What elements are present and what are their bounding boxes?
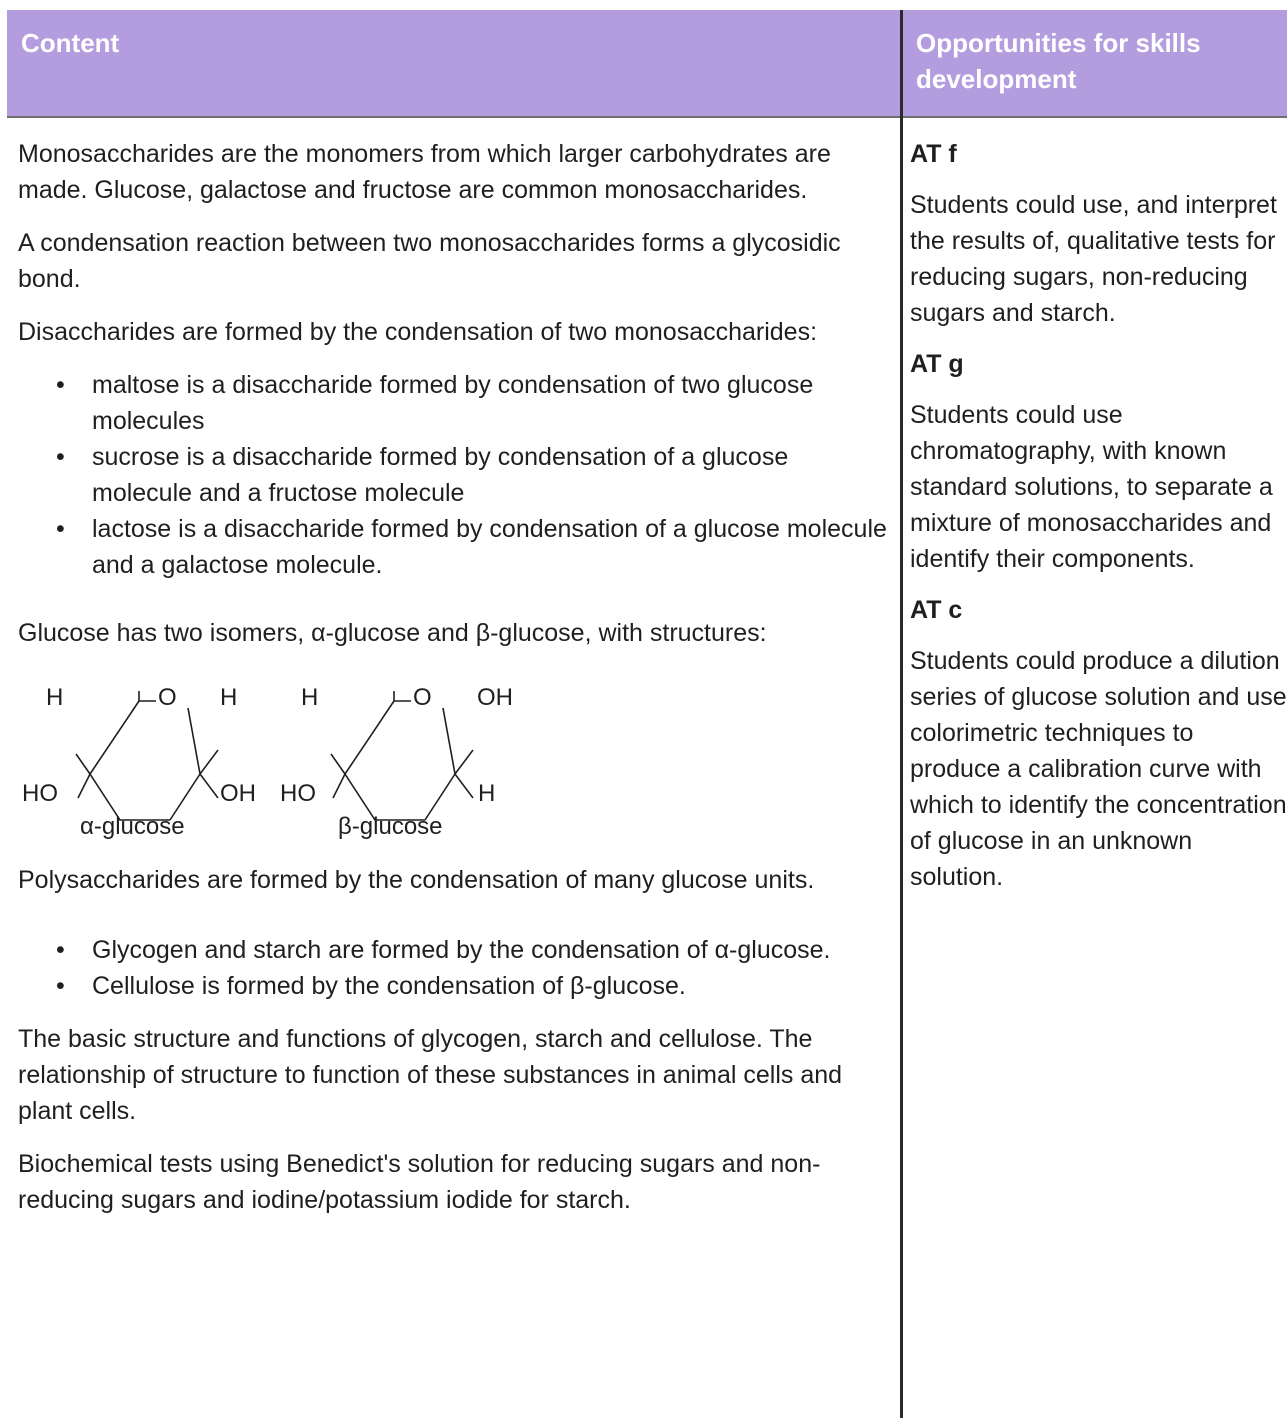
skill-text-at-g: Students could use chromatography, with … (910, 401, 1273, 573)
skills-column: AT f Students could use, and interpret t… (910, 136, 1287, 910)
paragraph-condensation: A condensation reaction between two mono… (18, 229, 841, 293)
skill-text-at-c: Students could produce a dilution series… (910, 647, 1287, 891)
beta-h-top-left: H (301, 684, 319, 711)
content-column: Monosaccharides are the monomers from wh… (18, 136, 894, 1235)
list-item: maltose is a disaccharide formed by cond… (18, 367, 894, 439)
glucose-structures: H O H HO OH α-glucose H O OH HO H β-gluc… (18, 668, 538, 846)
table-header: Content Opportunities for skills develop… (7, 10, 1287, 118)
paragraph-biochemical-tests: Biochemical tests using Benedict's solut… (18, 1150, 821, 1214)
paragraph-monosaccharides: Monosaccharides are the monomers from wh… (18, 140, 831, 204)
alpha-glucose-label: α-glucose (80, 813, 185, 840)
disaccharide-list: maltose is a disaccharide formed by cond… (18, 367, 894, 583)
beta-ring-right (424, 707, 456, 821)
alpha-ho-bottom-left: HO (22, 780, 58, 807)
alpha-bond-br (199, 773, 219, 799)
beta-bond-tl (330, 753, 346, 775)
header-content: Content (21, 28, 120, 58)
beta-ring-left (344, 700, 425, 821)
alpha-h-top-right: H (220, 684, 238, 711)
skill-heading-at-g: AT g (910, 350, 964, 378)
glucose-structure-diagram (75, 691, 474, 821)
header-skills: Opportunities for skills development (916, 28, 1201, 94)
beta-glucose-label: β-glucose (338, 813, 443, 840)
list-item: lactose is a disaccharide formed by cond… (18, 511, 894, 583)
list-item: Glycogen and starch are formed by the co… (18, 932, 894, 968)
beta-oh-top-right: OH (477, 684, 513, 711)
polysaccharide-list: Glycogen and starch are formed by the co… (18, 932, 894, 1004)
skill-heading-at-f: AT f (910, 140, 957, 168)
beta-bond-br (454, 773, 474, 799)
beta-ring-oxygen: O (413, 684, 432, 711)
beta-ho-bottom-left: HO (280, 780, 316, 807)
column-divider (900, 10, 903, 1418)
alpha-h-top-left: H (46, 684, 64, 711)
paragraph-structure-function: The basic structure and functions of gly… (18, 1025, 843, 1125)
paragraph-isomers: Glucose has two isomers, α-glucose and β… (18, 619, 767, 647)
skill-text-at-f: Students could use, and interpret the re… (910, 191, 1277, 327)
alpha-bond-tl (75, 753, 91, 775)
beta-bond-bl (332, 773, 346, 799)
list-item: Cellulose is formed by the condensation … (18, 968, 894, 1004)
list-item: sucrose is a disaccharide formed by cond… (18, 439, 894, 511)
alpha-ring-right (169, 707, 201, 821)
alpha-bond-tr (199, 749, 219, 775)
alpha-ring-left (89, 700, 170, 821)
skill-heading-at-c: AT c (910, 596, 963, 624)
alpha-bond-bl (77, 773, 91, 799)
alpha-ring-oxygen: O (158, 684, 177, 711)
paragraph-polysaccharides: Polysaccharides are formed by the conden… (18, 866, 815, 894)
paragraph-disaccharides: Disaccharides are formed by the condensa… (18, 318, 818, 346)
beta-h-bottom-right: H (478, 780, 496, 807)
alpha-oh-bottom-right: OH (220, 780, 256, 807)
beta-bond-tr (454, 749, 474, 775)
